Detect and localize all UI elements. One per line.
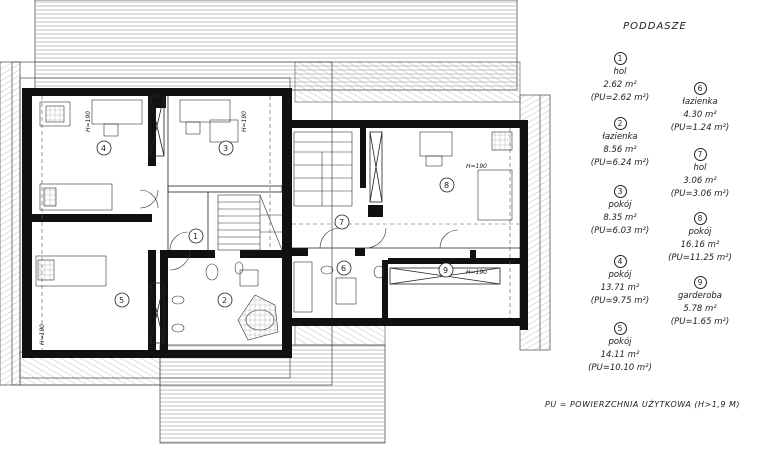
room-pu: (PU=11.25 m²) — [668, 253, 732, 263]
svg-text:5: 5 — [119, 296, 124, 305]
room-area: 8.56 m² — [603, 145, 637, 155]
room-number-1: 1 — [613, 52, 627, 65]
room-marker-1: 1 — [188, 228, 204, 244]
legend-room-5: 5 pokój 14.11 m² (PU=10.10 m²) — [580, 322, 660, 375]
legend-room-1: 1 hol 2.62 m² (PU=2.62 m²) — [580, 52, 660, 105]
room-pu: (PU=10.10 m²) — [588, 363, 652, 373]
outline-frames — [11, 61, 541, 386]
svg-text:1: 1 — [193, 232, 198, 241]
room-name: pokój — [608, 270, 632, 280]
room-area: 16.16 m² — [680, 240, 720, 250]
room-marker-9: 9 — [438, 262, 454, 278]
height-mark: H=190 — [466, 269, 487, 276]
room-name: garderoba — [677, 291, 723, 301]
room-pu: (PU=9.75 m²) — [590, 296, 650, 306]
height-mark: H=190 — [466, 163, 487, 170]
room-pu: (PU=6.24 m²) — [590, 158, 650, 168]
svg-text:8: 8 — [444, 181, 449, 190]
legend-room-7: 7 hol 3.06 m² (PU=3.06 m²) — [660, 148, 740, 201]
room-area: 13.71 m² — [600, 283, 640, 293]
room-name: łazienka — [602, 132, 638, 142]
room-pu: (PU=3.06 m²) — [670, 189, 730, 199]
room-name: hol — [613, 67, 627, 77]
room-marker-4: 4 — [96, 140, 112, 156]
svg-text:2: 2 — [222, 296, 227, 305]
room-number-3: 3 — [613, 185, 627, 198]
roof-mid-right — [294, 61, 521, 103]
room-number-8: 8 — [693, 212, 707, 225]
room-number-2: 2 — [613, 117, 627, 130]
height-marks: H=190 H=190 H=190 H=190 H=190 — [39, 111, 487, 345]
room-marker-6: 6 — [336, 260, 352, 276]
room-area: 4.30 m² — [683, 110, 717, 120]
slope-lines — [41, 96, 520, 350]
svg-text:7: 7 — [339, 218, 344, 227]
room-marker-7: 7 — [334, 214, 350, 230]
room-name: pokój — [688, 227, 712, 237]
height-mark: H=190 — [241, 111, 248, 132]
room-pu: (PU=1.65 m²) — [670, 317, 730, 327]
room-marker-3: 3 — [218, 140, 234, 156]
room-name: pokój — [608, 200, 632, 210]
stairs-lower — [217, 194, 283, 251]
roof-bottom — [159, 344, 386, 444]
interior-lines — [149, 95, 520, 344]
legend-room-6: 6 łazienka 4.30 m² (PU=1.24 m²) — [660, 82, 740, 135]
legend-room-9: 9 garderoba 5.78 m² (PU=1.65 m²) — [660, 276, 740, 329]
legend-footnote: PU = POWIERZCHNIA UŻYTKOWA (H>1,9 M) — [545, 400, 741, 409]
svg-text:9: 9 — [443, 266, 448, 275]
stairs-upper — [293, 131, 353, 207]
svg-text:3: 3 — [223, 144, 228, 153]
room-area: 8.35 m² — [603, 213, 637, 223]
legend-room-4: 4 pokój 13.71 m² (PU=9.75 m²) — [580, 255, 660, 308]
room-number-7: 7 — [693, 148, 707, 161]
room-number-9: 9 — [693, 276, 707, 289]
legend-room-8: 8 pokój 16.16 m² (PU=11.25 m²) — [660, 212, 740, 265]
room-name: pokój — [608, 337, 632, 347]
plan-title: PODDASZE — [623, 21, 687, 32]
room-area: 2.62 m² — [603, 80, 637, 90]
height-mark: H=190 — [39, 324, 46, 345]
room-pu: (PU=6.03 m²) — [590, 226, 650, 236]
svg-text:4: 4 — [101, 144, 106, 153]
legend-room-2: 2 łazienka 8.56 m² (PU=6.24 m²) — [580, 117, 660, 170]
roof-left — [0, 61, 21, 386]
room-area: 5.78 m² — [683, 304, 717, 314]
furniture — [35, 99, 513, 341]
room-number-5: 5 — [613, 322, 627, 335]
door-swings — [139, 189, 459, 271]
room-marker-5: 5 — [114, 292, 130, 308]
room-area: 3.06 m² — [683, 176, 717, 186]
room-name: łazienka — [682, 97, 718, 107]
room-number-4: 4 — [613, 255, 627, 268]
svg-text:6: 6 — [341, 264, 346, 273]
room-pu: (PU=2.62 m²) — [590, 93, 650, 103]
room-name: hol — [693, 163, 707, 173]
walls — [22, 88, 528, 358]
room-pu: (PU=1.24 m²) — [670, 123, 730, 133]
room-markers: 1 2 3 4 5 6 7 8 9 — [96, 140, 455, 308]
legend-room-3: 3 pokój 8.35 m² (PU=6.03 m²) — [580, 185, 660, 238]
room-marker-2: 2 — [217, 292, 233, 308]
room-marker-8: 8 — [439, 177, 455, 193]
room-area: 14.11 m² — [600, 350, 640, 360]
height-mark: H=190 — [85, 111, 92, 132]
room-number-6: 6 — [693, 82, 707, 95]
